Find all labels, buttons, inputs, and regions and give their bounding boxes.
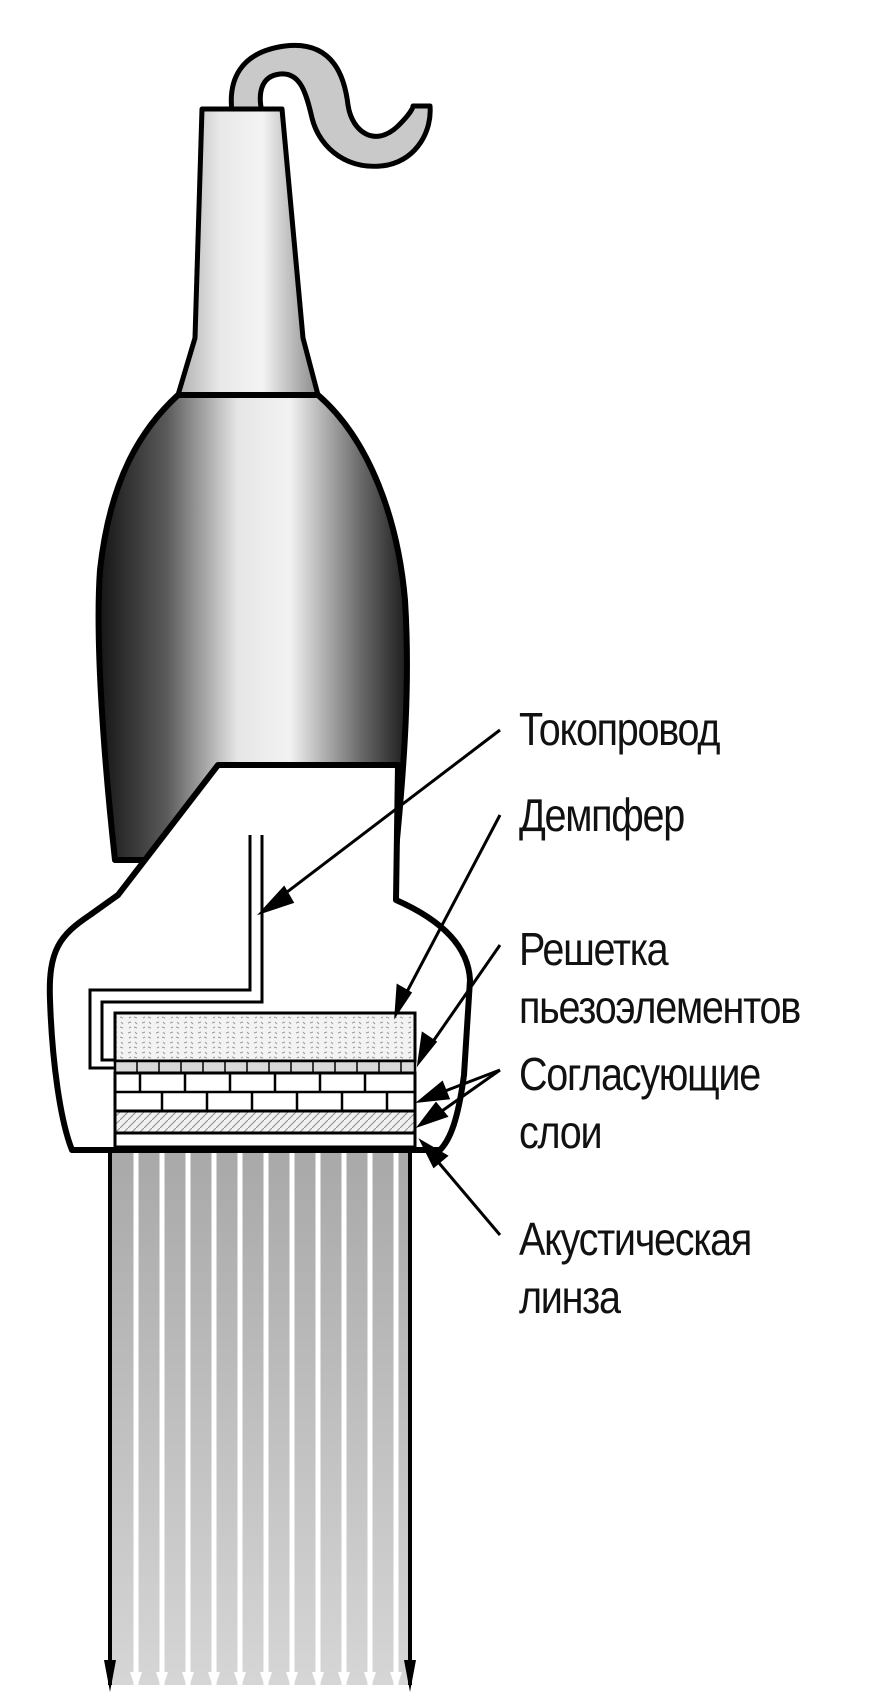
damper-block bbox=[113, 1011, 417, 1063]
label-acoustic-lens-line1: Акустическая bbox=[519, 1213, 752, 1265]
label-conductor: Токопровод bbox=[519, 703, 720, 755]
label-matching-layers-line1: Согласующие bbox=[519, 1048, 761, 1100]
ultrasound-beam bbox=[104, 1145, 416, 1692]
probe-neck bbox=[175, 106, 321, 398]
label-damper: Демпфер bbox=[519, 789, 685, 841]
matching-layers bbox=[113, 1071, 417, 1135]
label-piezo-array-line2: пьезоэлементов bbox=[519, 981, 801, 1033]
conductor bbox=[88, 835, 264, 1070]
acoustic-lens bbox=[113, 1131, 417, 1149]
leader-lines bbox=[256, 728, 502, 1236]
label-piezo-array-line1: Решетка bbox=[519, 923, 669, 975]
piezo-array bbox=[113, 1059, 417, 1075]
label-acoustic-lens-line2: линза bbox=[519, 1271, 621, 1323]
cable bbox=[228, 42, 433, 169]
label-matching-layers-line2: слои bbox=[519, 1106, 603, 1158]
